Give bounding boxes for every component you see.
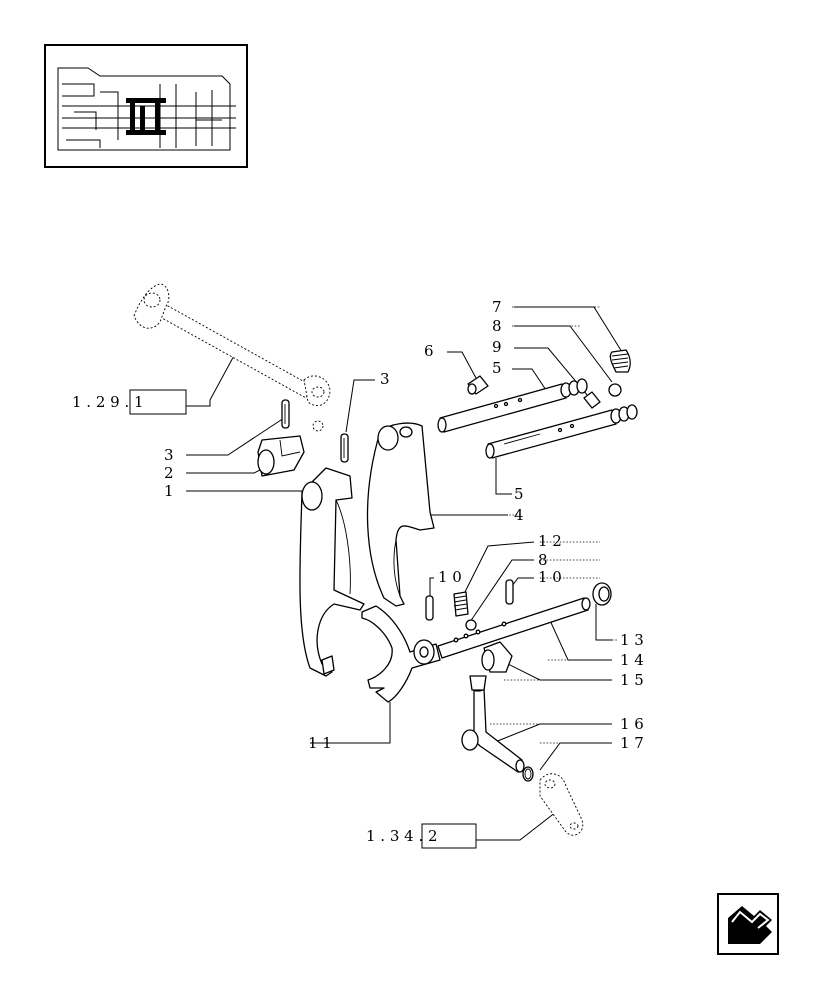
callout-8-upper: 8 — [492, 317, 502, 335]
shift-fork-part-1[interactable] — [299, 467, 365, 677]
roll-pin-part-10-right[interactable] — [505, 579, 514, 605]
spring-part-7[interactable] — [609, 349, 631, 373]
callout-10-left: 1 0 — [438, 568, 462, 586]
callout-3-left: 3 — [164, 446, 174, 464]
shift-fork-part-11[interactable] — [361, 605, 441, 703]
callout-3-right: 3 — [380, 370, 390, 388]
ball-part-8-upper[interactable] — [608, 383, 622, 397]
o-ring-part-17[interactable] — [522, 766, 534, 782]
callout-1: 1 — [164, 482, 174, 500]
callout-17: 1 7 — [620, 734, 644, 752]
collar-part-13[interactable] — [592, 582, 612, 606]
callout-2: 2 — [164, 464, 174, 482]
callout-9: 9 — [492, 338, 502, 356]
dotted-leaders — [360, 306, 618, 744]
callout-10-right: 1 0 — [538, 568, 562, 586]
selector-finger-part-15[interactable] — [481, 641, 513, 673]
lever-shaft-part-16[interactable] — [461, 675, 525, 773]
selector-block-part-2[interactable] — [257, 435, 305, 477]
roll-pin-part-10-left[interactable] — [425, 595, 434, 621]
callout-8-lower: 8 — [538, 551, 548, 569]
callout-15: 1 5 — [620, 671, 644, 689]
selector-rod-part-5-lower[interactable] — [485, 404, 638, 459]
reference-label-a: 1 . 2 9 . 1 — [72, 393, 144, 411]
callout-11: 1 1 — [308, 734, 332, 752]
callout-14: 1 4 — [620, 651, 644, 669]
shift-fork-part-4[interactable] — [366, 422, 435, 607]
dowel-pin-part-6[interactable] — [467, 375, 489, 395]
callout-12: 1 2 — [538, 532, 562, 550]
ball-part-8-lower[interactable] — [465, 619, 477, 631]
plunger-part-9[interactable] — [583, 391, 601, 409]
reference-box-1-34-2[interactable]: 1 . 3 4 . 2 — [366, 823, 477, 849]
reference-label-b: 1 . 3 4 . 2 — [366, 827, 438, 845]
selector-shaft-part-14[interactable] — [437, 597, 591, 659]
callout-5-lower: 5 — [514, 485, 524, 503]
selector-rod-part-5-upper[interactable] — [437, 378, 588, 433]
external-lever-reference[interactable] — [539, 773, 584, 836]
callout-4: 4 — [514, 506, 524, 524]
callout-labels: 7 8 9 6 5 3 3 2 1 5 4 1 2 8 1 0 1 0 1 3 … — [164, 298, 644, 752]
callout-6: 6 — [424, 342, 434, 360]
upper-selector-shaft[interactable] — [133, 283, 331, 432]
callout-16: 1 6 — [620, 715, 644, 733]
callout-13: 1 3 — [620, 631, 644, 649]
roll-pin-part-3[interactable] — [281, 399, 349, 463]
reference-box-1-29-1[interactable]: 1 . 2 9 . 1 — [72, 389, 187, 415]
spring-part-12[interactable] — [453, 591, 469, 617]
transmission-section-thumbnail[interactable] — [44, 44, 248, 168]
callout-5-upper: 5 — [492, 359, 502, 377]
back-arrow-icon[interactable] — [717, 893, 779, 955]
callout-7: 7 — [492, 298, 502, 316]
